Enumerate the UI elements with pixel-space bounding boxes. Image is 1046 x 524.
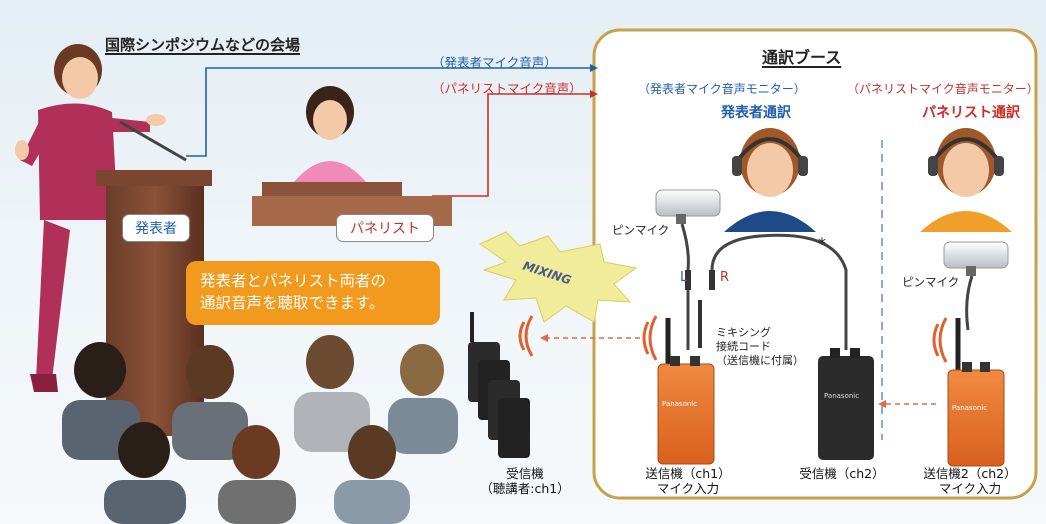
podium-top xyxy=(96,170,212,186)
tx1-brand: Panasonic xyxy=(662,400,698,408)
mixing-cord-label: ミキシング 接続コード （送信機に付属） xyxy=(716,326,804,368)
receiver-ch2 xyxy=(818,348,874,460)
venue-title: 国際シンポジウムなどの会場 xyxy=(105,36,301,54)
channel-l-label: L xyxy=(680,270,688,285)
speaker-interpreter-figure xyxy=(724,128,816,232)
panelist-desk-top xyxy=(262,182,402,196)
pin-mic-left-label: ピンマイク xyxy=(612,223,670,237)
transmitter-ch2 xyxy=(947,318,1005,467)
speaker-audio-line xyxy=(186,67,590,157)
tx1-caption-line-1: 送信機（ch1） xyxy=(645,466,731,481)
audience-receiver-caption: 受信機 （聴講者:ch1） xyxy=(470,466,580,496)
booth-title: 通訳ブース xyxy=(762,48,842,67)
mixing-cord-line-2: 接続コード xyxy=(716,340,771,353)
transmitter-ch1 xyxy=(657,318,715,465)
speaker-monitor-label: （発表者マイク音声モニター） xyxy=(638,82,806,96)
tx1-caption: 送信機（ch1） マイク入力 xyxy=(628,466,748,496)
panelist-audio-line xyxy=(432,93,590,197)
asterisk-mark: * xyxy=(818,234,826,253)
mixing-burst xyxy=(478,231,638,323)
speaker-tag: 発表者 xyxy=(122,214,190,242)
callout-box: 発表者とパネリスト両者の 通訳音声を聴取できます。 xyxy=(186,261,440,325)
rx2-brand: Panasonic xyxy=(824,392,860,400)
panelist-interpreter-label: パネリスト通訳 xyxy=(922,105,1020,121)
mixing-cord-line-1: ミキシング xyxy=(716,326,771,339)
rx2-caption-line-1: 受信機（ch2） xyxy=(799,466,885,481)
speaker-interpreter-label: 発表者通訳 xyxy=(721,105,791,121)
pin-mic-left xyxy=(655,189,721,224)
callout-line-2: 通訳音声を聴取できます。 xyxy=(200,294,385,312)
panelist-interpreter-figure xyxy=(920,128,1012,232)
panelist-figure xyxy=(294,86,366,182)
panelist-tag: パネリスト xyxy=(336,214,434,242)
tx2-caption-line-2: マイク入力 xyxy=(938,481,1002,496)
tx1-caption-line-2: マイク入力 xyxy=(656,481,720,496)
audience-receivers xyxy=(468,312,530,458)
tx2-caption: 送信機2（ch2） マイク入力 xyxy=(908,466,1032,496)
mixing-cord-line-3: （送信機に付属） xyxy=(716,354,804,367)
pin-mic-right xyxy=(943,241,1009,276)
rx2-caption: 受信機（ch2） xyxy=(782,466,902,481)
channel-r-label: R xyxy=(720,270,730,285)
panelist-monitor-label: （パネリストマイク音声モニター） xyxy=(847,82,1039,96)
audience xyxy=(62,335,458,524)
audience-receiver-caption-line-2: （聴講者:ch1） xyxy=(480,481,570,496)
tx2-brand: Panasonic xyxy=(952,404,988,412)
callout-line-1: 発表者とパネリスト両者の xyxy=(200,272,387,290)
speaker-figure xyxy=(15,44,166,392)
pin-mic-right-label: ピンマイク xyxy=(902,275,960,289)
speaker-mic-audio-label: （発表者マイク音声） xyxy=(432,55,557,70)
panelist-mic-audio-label: （パネリストマイク音声） xyxy=(432,81,582,96)
audience-receiver-caption-line-1: 受信機 xyxy=(506,466,544,481)
tx2-caption-line-1: 送信機2（ch2） xyxy=(923,466,1017,481)
